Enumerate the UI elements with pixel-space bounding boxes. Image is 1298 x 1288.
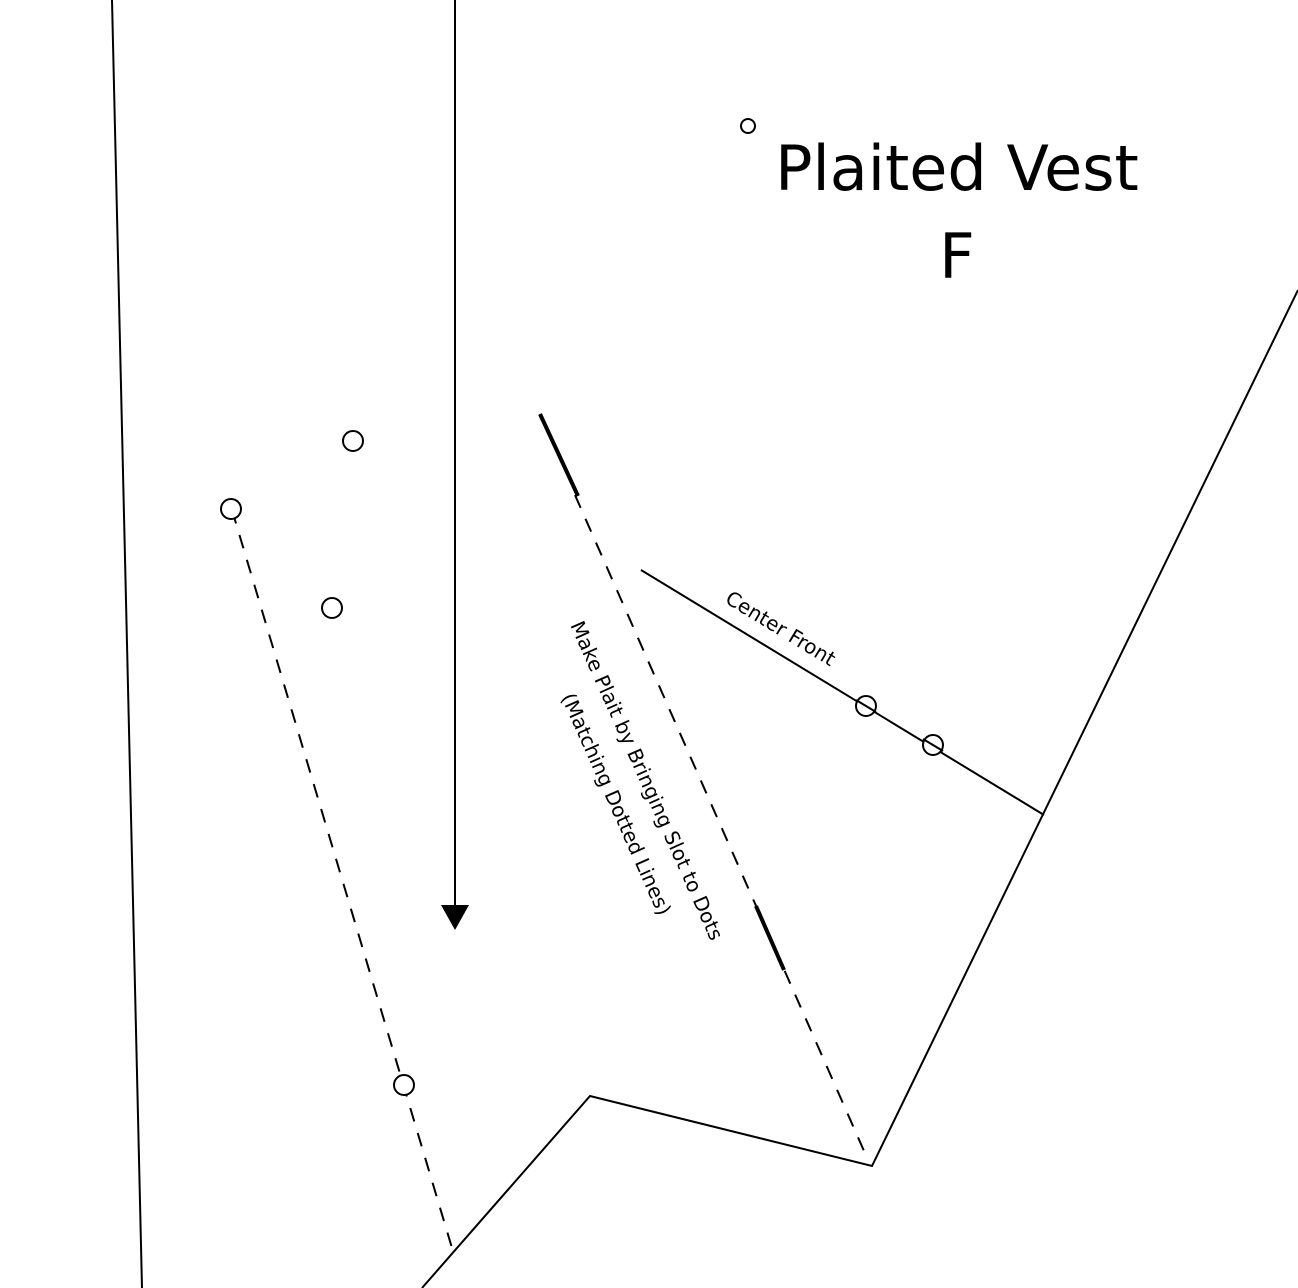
circle-marker: [342, 430, 364, 452]
circle-marker: [321, 597, 343, 619]
pattern-left-edge: [111, 0, 143, 1288]
plait-slot-top: [538, 413, 580, 497]
slot-dotted-line: [574, 494, 869, 1161]
center-front-line: [640, 569, 1045, 816]
circle-marker-cross: [855, 699, 877, 713]
circle-marker-small: [740, 118, 756, 134]
grainline-arrowhead-icon: [441, 905, 469, 930]
circle-marker-cross: [922, 738, 944, 752]
circle-marker: [393, 1074, 415, 1096]
left-dotted-line: [231, 509, 453, 1249]
plait-slot-bottom: [754, 905, 786, 971]
circle-marker: [220, 498, 242, 520]
pattern-cut-line: [421, 289, 1298, 1288]
pattern-title: Plaited Vest: [775, 132, 1139, 205]
pattern-piece-letter: F: [939, 220, 975, 293]
center-front-label: Center Front: [721, 586, 840, 671]
